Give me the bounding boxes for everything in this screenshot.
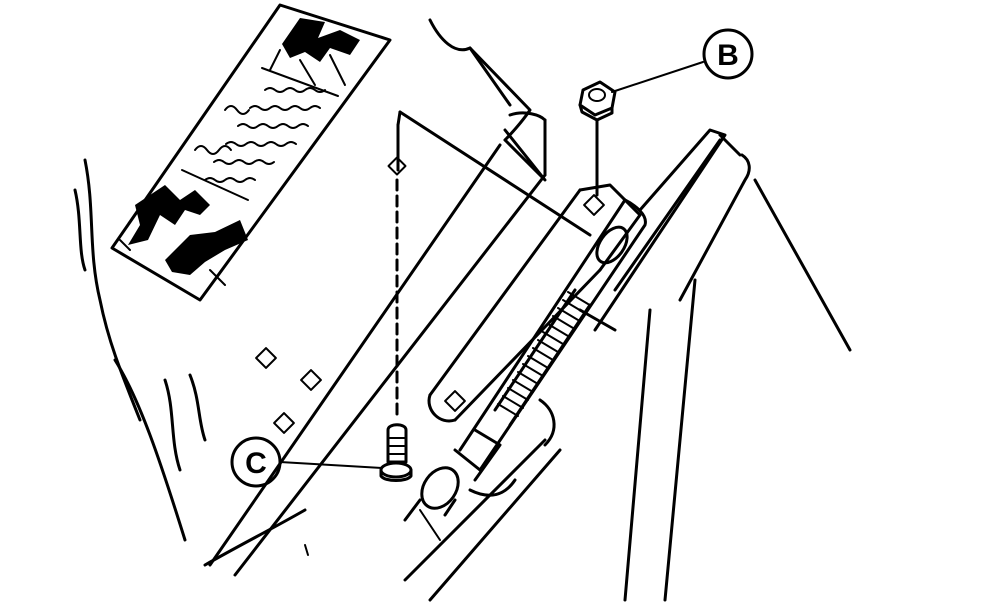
callout-c: C <box>230 436 383 488</box>
decal-pictogram-top <box>269 18 360 86</box>
right-frame <box>403 128 852 602</box>
decal-pictogram-bottom <box>119 185 248 286</box>
left-body-outline <box>73 158 207 542</box>
warning-decal <box>110 3 392 302</box>
hinge-spring <box>493 288 617 427</box>
hinge <box>403 183 647 522</box>
panel-holes <box>255 347 322 434</box>
main-panel <box>203 18 592 577</box>
callout-c-label: C <box>245 447 267 480</box>
callout-b: B <box>611 28 754 93</box>
hex-nut <box>578 80 617 197</box>
carriage-bolt <box>379 123 413 482</box>
decal-wavy-text <box>194 87 326 183</box>
callout-b-label: B <box>717 39 739 72</box>
